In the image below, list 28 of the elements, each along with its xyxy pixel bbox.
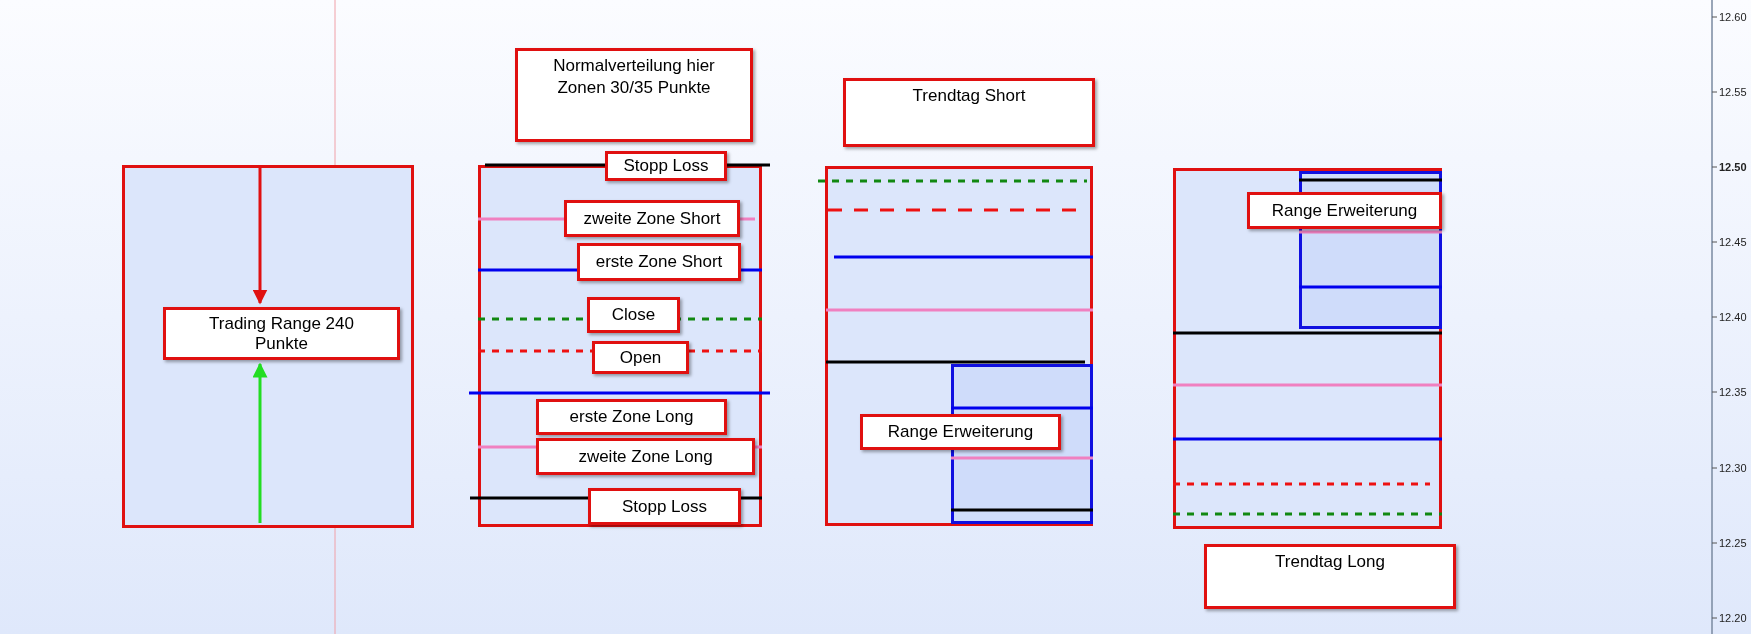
axis-tick-label: 12.60	[1719, 11, 1747, 23]
price-range-box	[122, 165, 414, 528]
axis-tick-label: 12.40	[1719, 311, 1747, 323]
price-range-box	[825, 166, 1093, 526]
zone-label: Stopp Loss	[588, 488, 741, 525]
title-box: Trendtag Short	[843, 78, 1095, 147]
zone-label: Stopp Loss	[605, 151, 727, 181]
arrow	[252, 362, 268, 523]
zone-label: zweite Zone Long	[536, 438, 755, 475]
axis-tick-label: 12.25	[1719, 537, 1747, 549]
axis-tick-label: 12.50	[1719, 161, 1747, 173]
price-range-box	[1173, 168, 1442, 529]
zone-label: erste Zone Short	[577, 243, 741, 281]
zone-label: zweite Zone Short	[564, 200, 740, 237]
zone-label: Range Erweiterung	[1247, 192, 1442, 229]
title-box: Trendtag Long	[1204, 544, 1456, 609]
zone-label: Range Erweiterung	[860, 414, 1061, 450]
zone-label: Open	[592, 341, 689, 374]
zone-label: Close	[587, 297, 680, 333]
axis-tick-label: 12.35	[1719, 386, 1747, 398]
zone-label: Trading Range 240 Punkte	[163, 307, 400, 360]
axis-tick-label: 12.55	[1719, 86, 1747, 98]
arrow	[252, 168, 268, 305]
axis-tick-label: 12.20	[1719, 612, 1747, 624]
zone-label: erste Zone Long	[536, 399, 727, 435]
axis-tick-label: 12.45	[1719, 236, 1747, 248]
axis-tick-label: 12.30	[1719, 462, 1747, 474]
title-box: Normalverteilung hier Zonen 30/35 Punkte	[515, 48, 753, 142]
